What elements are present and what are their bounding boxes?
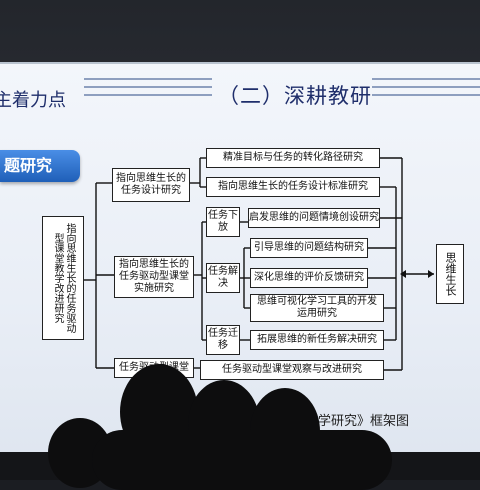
figure-caption: 学研究》框架图 <box>318 414 410 429</box>
leaf-node: 深化思维的评价反馈研究 <box>250 268 368 288</box>
diagram-connectors <box>84 157 434 371</box>
audience-shoulders <box>92 430 392 490</box>
section-heading-fragment: 主着力点 <box>0 90 66 111</box>
leaf-node: 引导思维的问题结构研究 <box>250 238 368 258</box>
stage-node: 任务解决 <box>206 263 240 293</box>
result-node: 思维生长 <box>436 244 464 304</box>
stage-node: 任务下放 <box>206 207 240 237</box>
leaf-node: 精准目标与任务的转化路径研究 <box>206 148 380 168</box>
root-node: 指向思维生长的任务驱动型课堂教学改进研究 <box>42 216 84 340</box>
leaf-node: 拓展思维的新任务解决研究 <box>250 330 384 350</box>
stage-node: 任务迁移 <box>206 325 240 355</box>
leaf-node: 指向思维生长的任务设计标准研究 <box>206 177 380 197</box>
branch-node: 指向思维生长的任务设计研究 <box>112 168 190 202</box>
leaf-node: 思维可视化学习工具的开发运用研究 <box>250 294 384 322</box>
topic-tag: 题研究 <box>0 150 80 182</box>
branch-node: 指向思维生长的任务驱动型课堂实施研究 <box>114 256 194 298</box>
leaf-node: 启发思维的问题情境创设研究 <box>248 208 380 228</box>
projection-screen: 主着力点 （二）深耕教研 题研究 <box>0 62 480 456</box>
leaf-node: 任务驱动型课堂观察与改进研究 <box>200 360 384 380</box>
slide-title: （二）深耕教研 <box>218 84 372 108</box>
